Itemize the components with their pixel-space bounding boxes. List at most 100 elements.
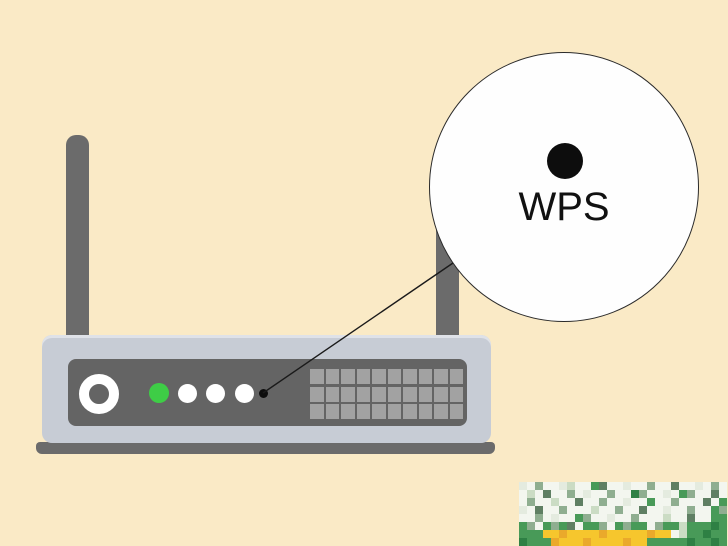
vent-cell [372,369,386,384]
vent-cell [418,386,432,402]
watermark-pixel [687,538,695,546]
vent-cell [325,386,339,402]
watermark-pixel [527,514,535,522]
power-indicator-ring-icon [79,374,119,414]
watermark-pixel [567,506,575,514]
watermark-pixel [519,530,527,538]
watermark-pixel [687,482,695,490]
watermark-pixel [639,498,647,506]
watermark-pixel [607,506,615,514]
watermark-pixel [623,506,631,514]
watermark-pixel [679,506,687,514]
watermark-pixel [543,530,551,538]
watermark-pixel [711,506,719,514]
watermark-pixel [631,498,639,506]
vent-cell [341,386,355,402]
watermark-pixel [599,530,607,538]
watermark-pixel [655,498,663,506]
watermark-pixel [607,482,615,490]
watermark-pixel [615,498,623,506]
vent-cell [403,404,417,419]
watermark-pixel [567,482,575,490]
watermark-pixel [567,490,575,498]
watermark-pixel [719,538,727,546]
watermark-pixel [527,530,535,538]
watermark-pixel [655,490,663,498]
watermark-pixel [567,514,575,522]
watermark-pixel [663,514,671,522]
watermark-pixel [551,498,559,506]
led-green-icon [149,383,169,403]
watermark-pixel [559,506,567,514]
watermark-pixel [711,522,719,530]
vent-cell [449,404,463,419]
watermark-pixel [535,506,543,514]
watermark-pixel [519,498,527,506]
watermark-pixel [599,522,607,530]
vent-cell [325,404,339,419]
watermark-pixel [575,506,583,514]
watermark-pixel [583,514,591,522]
watermark-pixel [583,538,591,546]
watermark-pixel [535,522,543,530]
watermark-pixel [591,490,599,498]
watermark-pixel [655,530,663,538]
watermark-pixel [647,538,655,546]
watermark-pixel [695,522,703,530]
watermark-pixel [599,506,607,514]
watermark-pixel [647,530,655,538]
router-base [36,442,495,454]
vent-cell [434,369,448,384]
watermark-pixel [615,538,623,546]
watermark-pixel [607,538,615,546]
watermark-pixel [567,530,575,538]
watermark-pixel [575,482,583,490]
watermark-pixel [655,482,663,490]
watermark-pixel [639,482,647,490]
watermark-pixel [535,538,543,546]
watermark-pixel [647,514,655,522]
watermark-pixel [695,498,703,506]
watermark-pixel [687,514,695,522]
watermark-pixel [719,490,727,498]
watermark-pixel [543,514,551,522]
watermark-pixel [559,538,567,546]
watermark-pixel [671,530,679,538]
vent-cell [356,386,370,402]
watermark-pixel [575,490,583,498]
watermark-pixel [719,498,727,506]
watermark-pixel [663,530,671,538]
watermark-pixel [591,482,599,490]
watermark-pixel [575,522,583,530]
watermark-pixel [623,490,631,498]
watermark-pixel [599,538,607,546]
watermark-pixel [663,490,671,498]
watermark-pixel [551,506,559,514]
watermark-pixel [671,482,679,490]
watermark-pixel [679,538,687,546]
watermark-pixel [527,490,535,498]
watermark-pixel [679,514,687,522]
watermark-pixel [631,530,639,538]
watermark-pixel [575,538,583,546]
watermark-pixel [591,530,599,538]
watermark-pixel [679,482,687,490]
watermark-pixel [647,482,655,490]
watermark-pixel [711,498,719,506]
watermark-pixel [615,530,623,538]
watermark-pixel [527,538,535,546]
watermark-pixel [583,482,591,490]
watermark-pixel [671,522,679,530]
watermark-pixel [663,506,671,514]
watermark-pixel [551,482,559,490]
watermark-pixel [567,498,575,506]
watermark-pixel [631,490,639,498]
watermark-pixel [567,522,575,530]
watermark-pixel [647,522,655,530]
watermark-pixel [711,514,719,522]
watermark-pixel [607,498,615,506]
led-white-icon [234,383,254,403]
vent-cell [310,404,324,419]
